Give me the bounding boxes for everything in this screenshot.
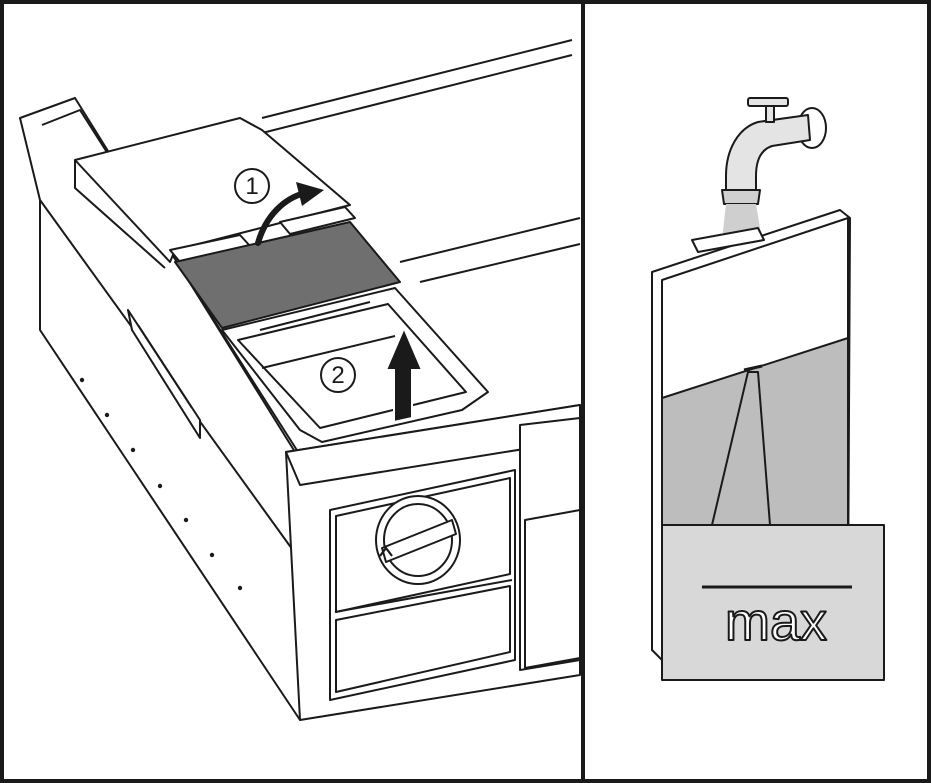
rotate-arrow-head (296, 182, 324, 206)
dark-lid (174, 221, 401, 329)
drawer-side-handle-inner (137, 324, 193, 409)
filling-opening (691, 227, 765, 253)
max-callout (661, 524, 885, 681)
control-box-inner-bottom (335, 585, 511, 693)
control-box (329, 469, 516, 701)
tap-handle (747, 97, 789, 107)
step-2-number: 2 (331, 362, 344, 389)
step-1-number: 1 (245, 173, 258, 200)
step-1: 1 (234, 168, 324, 246)
water-container-rib (259, 301, 396, 369)
step-2-badge (320, 357, 356, 393)
lid-housing-edge (74, 160, 166, 269)
hinge-tab-right (279, 206, 356, 235)
step-2: 2 (320, 325, 424, 424)
max-label: max (725, 592, 827, 652)
water-tap-icon (721, 97, 827, 205)
drawer-left-wall-top (41, 109, 301, 456)
water-container-inner (237, 303, 467, 429)
rotary-knob (375, 495, 461, 585)
lid-housing (74, 117, 351, 263)
drawer-front-side (519, 417, 581, 671)
control-box-inner-top (335, 477, 511, 613)
drawer-rivets (79, 377, 243, 591)
filling-illustration: max (651, 97, 885, 681)
drawer-floor-line (399, 217, 581, 283)
water-splash (743, 364, 763, 372)
drawer-front-side-inset (524, 509, 581, 669)
step-1-badge (234, 168, 270, 204)
tap-nozzle (721, 189, 761, 205)
knob-indicator (379, 546, 393, 557)
lift-up-arrow-icon (384, 325, 424, 424)
tap-body (725, 114, 811, 191)
drawer-illustration (19, 39, 581, 721)
knob-grip (381, 519, 457, 563)
drawer-back-rim (261, 39, 573, 134)
